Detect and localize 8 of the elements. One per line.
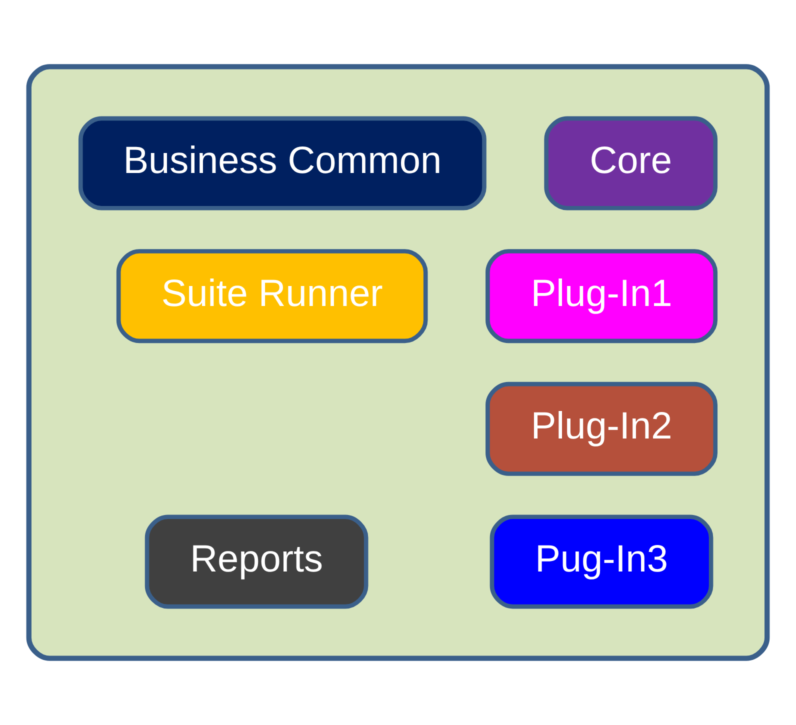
node-box: Business Common	[78, 116, 486, 210]
node-box: Plug-In1	[486, 249, 718, 344]
node-box: Suite Runner	[116, 249, 428, 344]
node-box: Core	[544, 116, 718, 210]
node-box: Pug-In3	[490, 514, 714, 609]
node-box: Plug-In2	[486, 382, 718, 476]
node-box: Reports	[144, 514, 368, 609]
cluster	[26, 64, 770, 661]
